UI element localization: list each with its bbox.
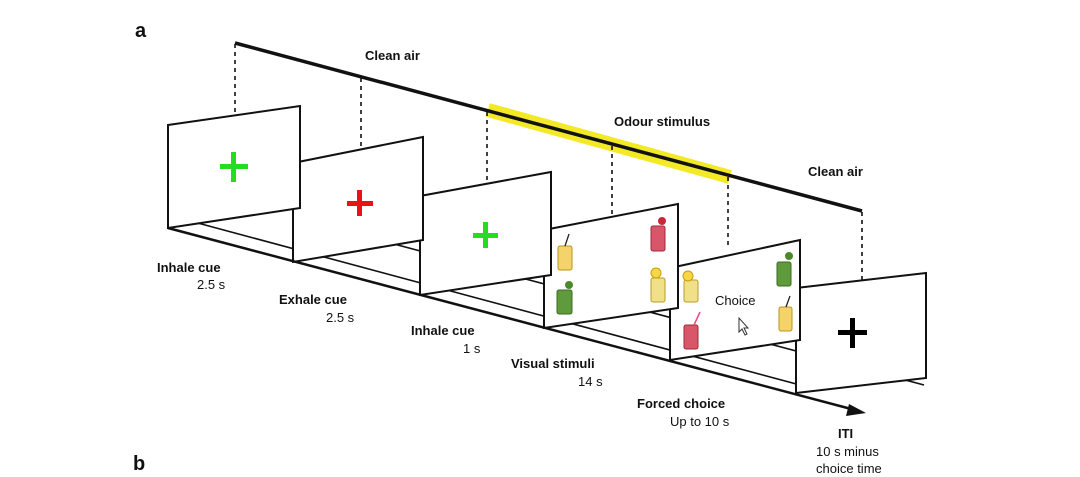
duration-inhale-cue-2: 1 s — [463, 341, 481, 356]
duration-forced-choice: Up to 10 s — [670, 414, 730, 429]
time-arrow — [167, 226, 866, 416]
label-forced-choice: Forced choice — [637, 396, 725, 411]
screen-forced-choice: Choice — [669, 238, 801, 362]
clean-air-label-1: Clean air — [365, 48, 420, 63]
panel-letter-b: b — [133, 453, 145, 475]
green-cross-icon — [220, 152, 248, 182]
green-cross-icon — [473, 222, 498, 248]
label-exhale-cue: Exhale cue — [279, 292, 347, 307]
duration-exhale-cue: 2.5 s — [326, 310, 355, 325]
screen-exhale-cue — [292, 135, 424, 264]
screen-inhale-cue-2 — [419, 170, 552, 297]
green-drink-icon — [776, 252, 793, 287]
red-cross-icon — [347, 190, 373, 216]
banana-drink-icon — [557, 233, 573, 271]
lemonade-drink-icon — [682, 270, 699, 303]
odour-stimulus-label: Odour stimulus — [614, 114, 710, 129]
screen-inhale-cue-1 — [167, 104, 301, 230]
duration-inhale-cue-1: 2.5 s — [197, 277, 226, 292]
odour-timeline — [234, 41, 863, 213]
screen-iti — [795, 271, 927, 395]
duration-iti-line1: 10 s minus — [816, 444, 879, 459]
black-cross-icon — [838, 318, 867, 348]
green-drink-icon — [556, 281, 573, 315]
clean-air-label-2: Clean air — [808, 164, 863, 179]
panel-letter-a: a — [135, 20, 147, 42]
label-iti: ITI — [838, 426, 853, 441]
choice-screen-text: Choice — [715, 293, 755, 308]
duration-iti-line2: choice time — [816, 461, 882, 476]
duration-visual-stimuli: 14 s — [578, 374, 603, 389]
strawberry-drink-icon — [683, 311, 701, 350]
label-inhale-cue-2: Inhale cue — [411, 323, 475, 338]
screen-visual-stimuli — [543, 202, 679, 330]
connector-lines — [234, 44, 863, 280]
label-visual-stimuli: Visual stimuli — [511, 356, 595, 371]
label-inhale-cue-1: Inhale cue — [157, 260, 221, 275]
cursor-icon — [738, 316, 750, 336]
strawberry-drink-icon — [650, 217, 666, 252]
banana-drink-icon — [778, 295, 793, 332]
lemonade-drink-icon — [650, 267, 666, 303]
